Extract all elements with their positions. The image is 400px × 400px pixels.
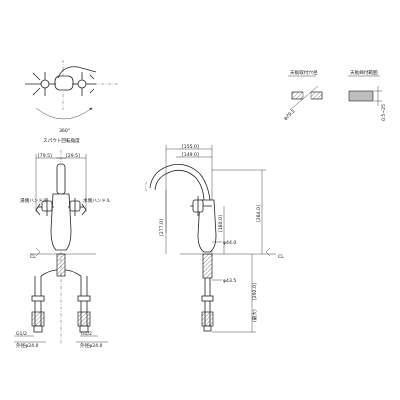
mount-range-label: 天板締付範囲 — [350, 69, 378, 76]
g12-left-label: G1/2 — [16, 331, 27, 337]
phi-43-5-label: φ43.5 — [223, 278, 236, 284]
cl-left-label: CL — [30, 254, 36, 260]
dim-180: [180.0] — [218, 215, 224, 232]
top-view: 360° スパウト回転角度 — [25, 60, 118, 144]
front-view: [79.5] [29.5] 湯側ハンドル 水側ハンドル CL — [14, 150, 111, 349]
mount-range-value: 0.5~25 — [381, 104, 387, 121]
left-cross-handle-top — [25, 72, 56, 96]
spout-rotation-label: スパウト回転角度 — [43, 137, 80, 144]
tube-left-label: 外径φ24.0 — [16, 342, 39, 349]
dim-79-5: [79.5] — [38, 153, 52, 159]
side-view: [155.0] [149.0] CL [277.0] [180.0] [284.… — [145, 144, 284, 333]
mount-range-detail: 天板締付範囲 0.5~25 — [348, 69, 387, 121]
dim-155: [155.0] — [182, 144, 199, 150]
phi-44-label: φ44.0 — [223, 240, 236, 246]
dim-29-5: [29.5] — [66, 153, 80, 159]
unit-label: (最大) — [251, 309, 258, 322]
g12-right-label: G1/2 — [81, 331, 92, 337]
mount-hole-label: 天板取付穴径 — [290, 69, 318, 76]
rotation-angle-label: 360° — [59, 128, 70, 134]
dim-277: [277.0] — [159, 219, 165, 236]
cold-handle-front — [68, 198, 87, 216]
tube-right-label: 外径φ24.0 — [80, 342, 103, 349]
dim-292-label: [292.0] — [252, 283, 258, 300]
dim-149: [149.0] — [182, 152, 199, 158]
right-cross-handle-top — [72, 72, 96, 96]
hole-diameter-label: φ29.5 — [283, 108, 297, 121]
hot-handle-label: 湯側ハンドル — [20, 197, 48, 204]
mount-hole-detail: 天板取付穴径 φ29.5 — [283, 69, 323, 122]
hot-handle-front — [35, 198, 54, 216]
cl-right-label: CL — [278, 254, 284, 260]
dim-284: [284.0] — [256, 205, 262, 222]
cold-handle-label: 水側ハンドル — [83, 197, 111, 204]
